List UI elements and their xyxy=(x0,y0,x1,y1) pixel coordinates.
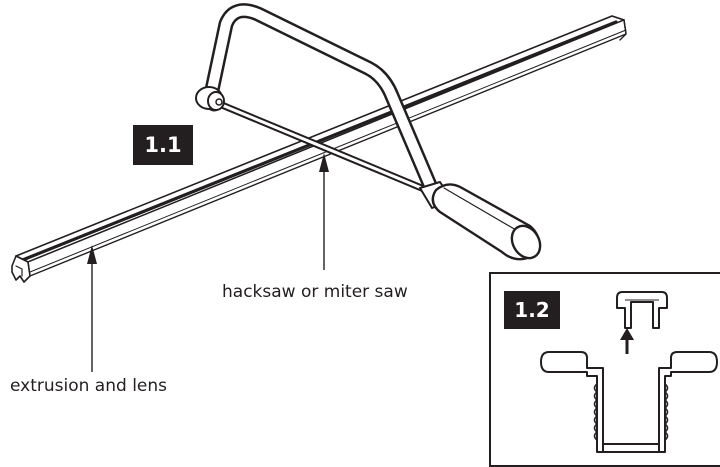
saw-callout-arrow xyxy=(319,153,329,270)
hacksaw-icon xyxy=(195,3,542,261)
saw-callout-label: hacksaw or miter saw xyxy=(222,282,408,302)
extrusion-profile-drawing xyxy=(540,291,718,453)
arrow-up-icon xyxy=(620,328,634,354)
channel-profile xyxy=(540,351,718,453)
detail-inset: 1.2 xyxy=(489,272,720,467)
extrusion-callout-arrow xyxy=(87,245,97,372)
step-badge-main: 1.1 xyxy=(133,125,193,165)
lens-profile xyxy=(616,291,668,329)
step-badge-detail: 1.2 xyxy=(504,291,560,329)
extrusion-callout-label: extrusion and lens xyxy=(10,376,168,396)
